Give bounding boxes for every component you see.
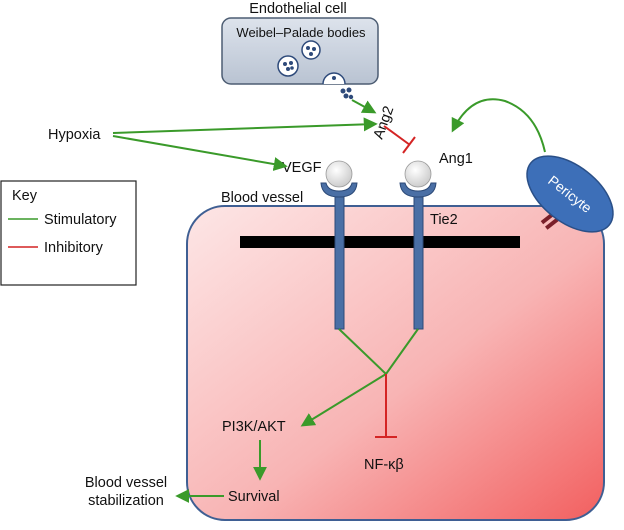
vegf-ligand xyxy=(325,160,353,188)
tie2-label: Tie2 xyxy=(430,212,458,228)
blood-vessel-body xyxy=(186,205,605,521)
signal-tie2-branch xyxy=(385,328,419,375)
key-legend: Key Stimulatory Inhibitory xyxy=(0,180,137,286)
hypoxia-label: Hypoxia xyxy=(48,127,101,143)
key-stimulatory-label: Stimulatory xyxy=(44,212,117,228)
signal-vegf-branch xyxy=(338,328,387,375)
survival-label: Survival xyxy=(228,489,280,505)
ang2-label: Ang2 xyxy=(371,104,398,141)
arrow-to-pi3k-akt xyxy=(300,373,387,427)
stimulatory-arrows xyxy=(112,98,546,503)
pi3k-akt-label: PI3K/AKT xyxy=(222,419,286,435)
blood-vessel-label: Blood vessel xyxy=(221,190,303,206)
key-inhibitory-label: Inhibitory xyxy=(44,240,104,256)
weibel-palade-label: Weibel–Palade bodies xyxy=(236,25,366,40)
endothelial-cell-body xyxy=(221,17,379,85)
arrow-wpb-to-ang2 xyxy=(351,99,377,114)
stabilization-label-line2: stabilization xyxy=(88,493,164,509)
key-box xyxy=(0,180,137,286)
inhibit-ang2-to-ang1 xyxy=(383,125,411,146)
cell-membrane-bar xyxy=(240,236,520,248)
endothelial-cell: Endothelial cell Weibel–Palade bodies xyxy=(221,1,379,100)
weibel-palade-bodies xyxy=(277,40,346,85)
endothelial-cell-label: Endothelial cell xyxy=(249,1,347,17)
tie2-receptor xyxy=(399,160,437,330)
vegf-label: VEGF xyxy=(282,160,322,176)
pericyte: Pericyte xyxy=(526,155,614,233)
inhibitory-markers xyxy=(375,125,416,438)
inhibit-ang2-bar xyxy=(402,136,416,154)
pericyte-body xyxy=(526,155,614,233)
granule-dots xyxy=(283,46,354,100)
vegf-receptor xyxy=(320,160,358,330)
ang1-ligand xyxy=(404,160,432,188)
arrow-hypoxia-to-vegf xyxy=(112,135,288,171)
stabilization-label-line1: Blood vessel xyxy=(85,475,167,491)
arrow-hypoxia-to-ang2 xyxy=(112,117,378,134)
arrow-pericyte-to-ang1 xyxy=(451,98,546,153)
ang1-label: Ang1 xyxy=(439,151,473,167)
key-title: Key xyxy=(12,188,38,204)
nfkb-label: NF-κβ xyxy=(364,457,404,473)
